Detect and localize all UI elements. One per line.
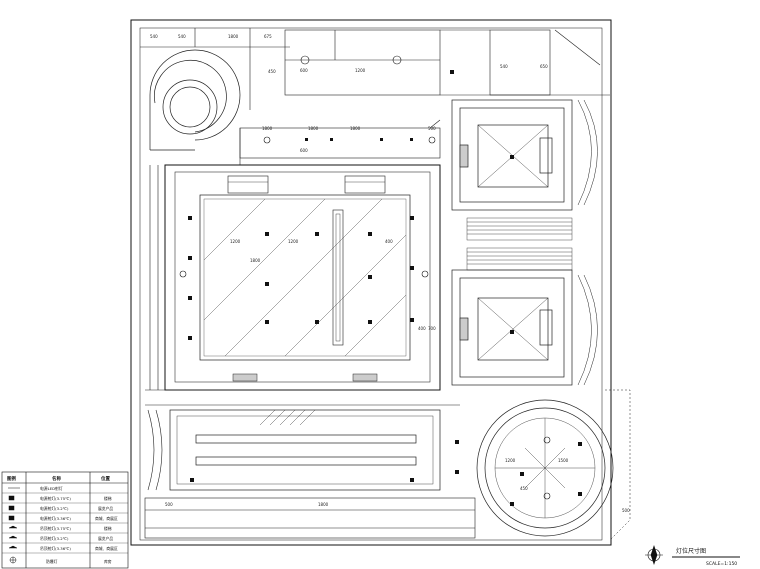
building-outline: [130, 19, 612, 546]
legend-row-location: 楼梯: [104, 526, 112, 531]
legend-table: [1, 471, 129, 569]
fixture: [190, 478, 194, 482]
circle-symbols: [179, 55, 551, 500]
dim-bottom-b: 1800: [318, 502, 329, 507]
fixture: [368, 275, 372, 279]
legend-row-location: 商城、商展区: [95, 546, 118, 551]
dim-top-left-b: 540: [178, 34, 186, 39]
dim-hall-b: 1200: [288, 239, 299, 244]
right-room-bottom: [451, 269, 573, 386]
bottom-strip: [144, 409, 476, 539]
legend-row-name: 电源射灯(3.75℃): [40, 496, 71, 501]
drawing-title: 灯位尺寸图: [676, 547, 706, 555]
fixture: [410, 266, 414, 270]
main-hall: [164, 164, 441, 391]
fixture: [450, 70, 454, 74]
fixture: [510, 502, 514, 506]
north-arrow-icon: [645, 545, 663, 565]
legend-header-location: 位置: [101, 475, 110, 482]
dim-mid-end: 500: [428, 126, 436, 131]
right-seating: [577, 99, 598, 386]
dim-top-right: 675: [264, 34, 272, 39]
fixture: [188, 336, 192, 340]
fixture: [188, 256, 192, 260]
fixture: [265, 320, 269, 324]
dim-circle-b: 1500: [558, 458, 569, 463]
legend-header-symbol: 图例: [7, 475, 16, 482]
fixture: [578, 492, 582, 496]
dim-bottom-a: 500: [165, 502, 173, 507]
dim-circle-c: 450: [520, 486, 528, 491]
fixture: [305, 138, 308, 141]
legend-row-location: 商城、商展区: [95, 516, 118, 521]
dim-side-b: 700: [428, 326, 436, 331]
fixture: [368, 232, 372, 236]
legend-row-location: 展览产品: [98, 536, 113, 541]
dim-corner-a: 540: [500, 64, 508, 69]
legend-headers: 图例 名称 位置: [7, 475, 110, 482]
dim-mid-b: 1800: [308, 126, 319, 131]
upper-corridor: [239, 119, 441, 165]
fixture: [315, 232, 319, 236]
fixture: [265, 282, 269, 286]
dim-right-note: 500: [622, 508, 630, 513]
stair-block: [466, 217, 573, 271]
round-room-top-left: [149, 49, 241, 151]
dim-span-a: 600: [300, 68, 308, 73]
legend-rows: 电源LED射灯 电源射灯(3.75℃) 楼梯 电源射灯(3.2℃) 展览产品 电…: [40, 486, 118, 564]
legend-row-name: 电源射灯(3.36℃): [40, 516, 71, 521]
legend-row-location: 楼梯: [104, 496, 112, 501]
legend-symbols: [8, 487, 20, 564]
dim-door: 450: [268, 69, 276, 74]
fixture: [578, 442, 582, 446]
legend-row-location: 库房: [104, 559, 112, 564]
fixture: [455, 440, 459, 444]
legend-row-name: 电源射灯(3.2℃): [40, 506, 69, 511]
fixture: [455, 470, 459, 474]
fixture: [520, 472, 524, 476]
legend-row-name: 防爆灯: [46, 559, 58, 564]
legend-row-location: 展览产品: [98, 506, 113, 511]
fixture: [410, 216, 414, 220]
left-strip: [145, 165, 460, 406]
dim-top-main: 1800: [228, 34, 239, 39]
right-room-top: [451, 99, 573, 211]
lower-hall: [169, 409, 441, 491]
hall-hatch: [203, 198, 407, 357]
legend-row-name: 吊顶射灯(3.2℃): [40, 536, 69, 541]
dim-hall-c: 1800: [250, 258, 261, 263]
light-fixtures: [188, 70, 582, 506]
dim-mid-a: 1800: [262, 126, 273, 131]
fixture: [330, 138, 333, 141]
dim-span-b: 1200: [355, 68, 366, 73]
dim-top-left-a: 540: [150, 34, 158, 39]
fixture: [410, 318, 414, 322]
dim-mid-c: 1800: [350, 126, 361, 131]
fixture: [315, 320, 319, 324]
dim-corner-b: 650: [540, 64, 548, 69]
dim-hall-a: 1200: [230, 239, 241, 244]
dim-corner-c: 600: [300, 148, 308, 153]
round-room-bottom-right: [476, 389, 631, 541]
dim-hall-d: 400: [385, 239, 393, 244]
fixture: [265, 232, 269, 236]
dimension-labels: 540 540 1800 675 1800 1800 1800 500 600 …: [150, 34, 630, 513]
fixture: [410, 138, 413, 141]
fixture: [188, 216, 192, 220]
legend-row-name: 吊顶射灯(3.36℃): [40, 546, 71, 551]
fixture: [410, 478, 414, 482]
legend-row-name: 电源LED射灯: [40, 486, 63, 491]
legend-header-name: 名称: [52, 475, 61, 482]
fixture: [368, 320, 372, 324]
dim-circle-a: 1200: [505, 458, 516, 463]
dim-side-a: 400: [418, 326, 426, 331]
legend-row-name: 吊顶射灯(3.75℃): [40, 526, 71, 531]
fixture: [510, 330, 514, 334]
drawing-scale: SCALE=1:150: [706, 561, 737, 567]
fixture: [510, 155, 514, 159]
fixture: [188, 296, 192, 300]
fixture: [380, 138, 383, 141]
top-zone: [140, 28, 610, 110]
